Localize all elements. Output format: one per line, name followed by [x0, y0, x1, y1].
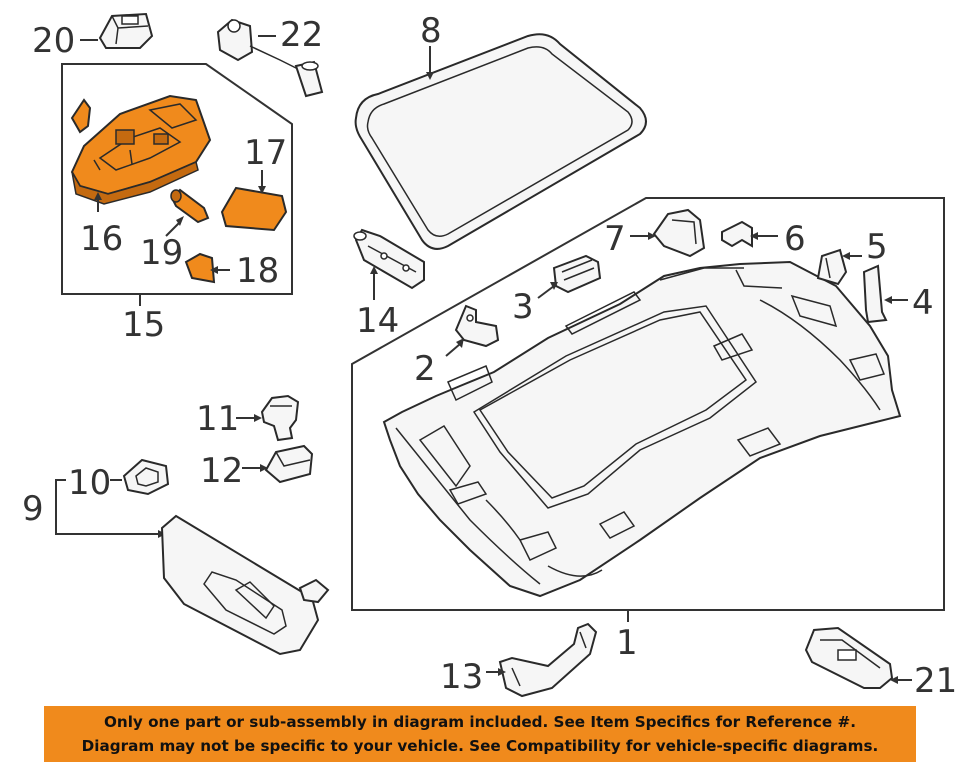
- callout-14: 14: [356, 301, 399, 341]
- callout-12: 12: [200, 451, 243, 491]
- part-22-harness: [216, 18, 324, 98]
- arrow-16: [94, 192, 102, 200]
- part-9-sun-visor: [160, 514, 330, 656]
- part-19-bulb: [170, 188, 210, 224]
- callout-17: 17: [244, 133, 287, 173]
- arrow-5: [842, 252, 850, 260]
- group-box-1: [351, 197, 945, 611]
- part-1-headliner: [382, 260, 902, 598]
- part-18-cover: [184, 252, 216, 284]
- callout-7: 7: [604, 219, 626, 259]
- arrow-19: [176, 216, 184, 226]
- callout-11: 11: [196, 399, 239, 439]
- arrow-13: [498, 668, 506, 676]
- callout-2: 2: [414, 349, 436, 389]
- callout-19: 19: [140, 233, 183, 273]
- callout-20: 20: [32, 21, 75, 61]
- arrow-6: [750, 232, 758, 240]
- callout-6: 6: [784, 219, 806, 259]
- part-8-seal: [354, 33, 647, 250]
- part-14-bracket: [353, 228, 425, 290]
- part-2-clip: [454, 304, 500, 348]
- callout-15: 15: [122, 305, 165, 345]
- group-box-15: [61, 63, 293, 295]
- part-10-pad: [122, 458, 170, 496]
- disclaimer-line-2: Diagram may not be specific to your vehi…: [81, 737, 879, 755]
- callout-21: 21: [914, 661, 957, 700]
- callout-9: 9: [22, 489, 44, 529]
- callout-18: 18: [236, 251, 279, 291]
- callout-13: 13: [440, 657, 483, 697]
- part-16-clip: [70, 98, 92, 134]
- arrow-12: [260, 464, 268, 472]
- callout-4: 4: [912, 283, 934, 323]
- arrow-4: [884, 296, 892, 304]
- arrow-11: [254, 414, 262, 422]
- leader-2: [445, 343, 461, 357]
- callout-16: 16: [80, 219, 123, 259]
- part-11-hook: [260, 394, 300, 442]
- arrow-17: [258, 186, 266, 194]
- leader-3: [537, 285, 555, 299]
- parts-diagram: 20 22 15 16 17 19: [22, 11, 957, 700]
- arrow-8: [426, 72, 434, 80]
- part-16-console: [70, 94, 212, 205]
- part-17-lens: [220, 186, 288, 232]
- callout-8: 8: [420, 11, 442, 51]
- part-3-bracket: [552, 254, 602, 294]
- part-20-lamp: [98, 12, 154, 49]
- arrow-3: [550, 282, 558, 290]
- disclaimer-banner: Only one part or sub-assembly in diagram…: [44, 706, 916, 762]
- part-21-lamp: [804, 626, 894, 689]
- callout-3: 3: [512, 287, 534, 327]
- arrow-7: [648, 232, 656, 240]
- callout-5: 5: [866, 227, 888, 267]
- arrow-21: [890, 676, 898, 684]
- arrow-14: [370, 266, 378, 274]
- part-4-trim: [862, 264, 888, 324]
- callout-1: 1: [616, 623, 638, 663]
- leader-9: [55, 479, 160, 535]
- part-13-grab-handle: [498, 622, 598, 698]
- callout-22: 22: [280, 15, 323, 55]
- part-7-connector: [652, 208, 706, 258]
- leader-19: [165, 221, 181, 237]
- part-5-clip: [816, 248, 848, 286]
- disclaimer-line-1: Only one part or sub-assembly in diagram…: [103, 713, 857, 731]
- arrow-18: [210, 266, 218, 274]
- arrow-2: [456, 338, 464, 348]
- part-6-clip: [721, 220, 753, 248]
- callout-10: 10: [68, 463, 111, 503]
- part-12-cover: [264, 444, 314, 484]
